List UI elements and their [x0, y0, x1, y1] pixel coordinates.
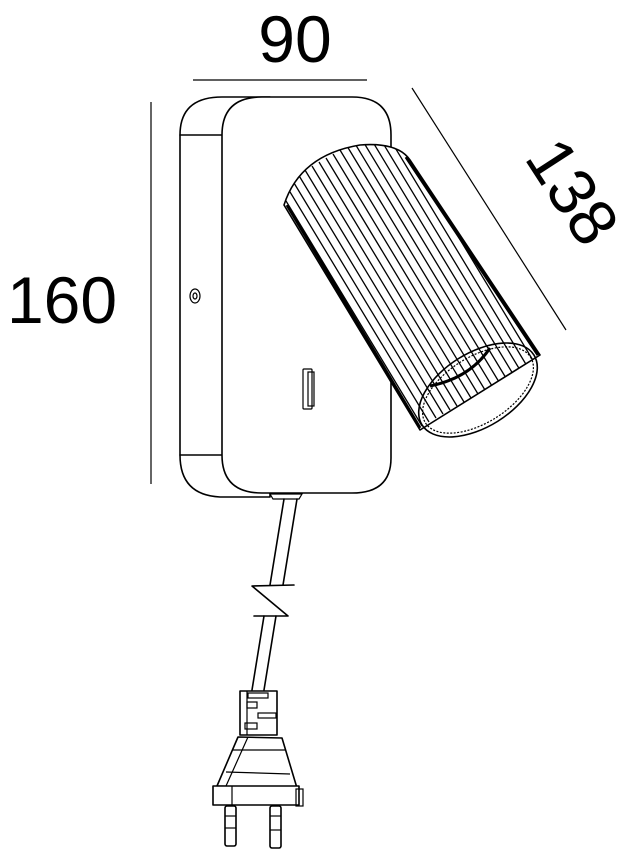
cable-break-icon: [251, 584, 295, 617]
euro-plug: [212, 690, 304, 849]
head-opening: [417, 342, 539, 438]
height-dimension: 160: [7, 102, 152, 484]
plug-pin-right: [269, 805, 282, 849]
plug-pin-left: [224, 805, 237, 847]
mounting-screw-icon: [189, 288, 201, 304]
cable-gland: [268, 493, 304, 500]
width-dimension: 90: [193, 2, 367, 81]
width-dimension-label: 90: [258, 2, 331, 76]
projection-dimension-line: [411, 87, 567, 331]
height-dimension-label: 160: [7, 263, 117, 337]
projection-dimension-label: 138: [512, 125, 634, 258]
rocker-switch: [302, 368, 315, 410]
power-cable: [251, 498, 298, 691]
